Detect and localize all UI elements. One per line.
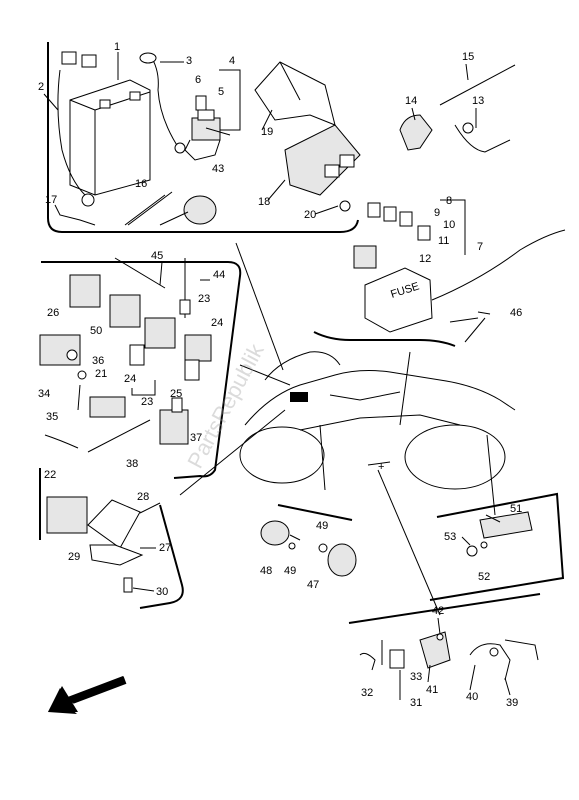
callout-32: 32 — [361, 687, 373, 699]
callout-24b: 24 — [124, 373, 136, 385]
callout-24: 24 — [211, 317, 223, 329]
callout-18: 18 — [258, 196, 270, 208]
callout-4: 4 — [229, 55, 235, 67]
callout-52: 52 — [478, 571, 490, 583]
callout-35: 35 — [46, 411, 58, 423]
callout-49b: 49 — [284, 565, 296, 577]
callout-13: 13 — [472, 95, 484, 107]
callout-37: 37 — [190, 432, 202, 444]
callout-leaders — [43, 52, 511, 696]
callout-30: 30 — [156, 586, 168, 598]
callout-26: 26 — [47, 307, 59, 319]
direction-arrow-icon — [48, 676, 127, 714]
callout-17: 17 — [45, 194, 57, 206]
callout-36: 36 — [92, 355, 104, 367]
callout-27: 27 — [159, 542, 171, 554]
callout-3: 3 — [186, 55, 192, 67]
callout-6: 6 — [195, 74, 201, 86]
relay-cluster — [39, 257, 212, 453]
callout-11: 11 — [438, 235, 449, 247]
sensor-43-group — [127, 191, 217, 226]
callout-38: 38 — [126, 458, 138, 470]
callout-2: 2 — [38, 81, 44, 93]
callout-12: 12 — [419, 253, 431, 265]
leader-lines — [179, 242, 496, 616]
callout-21: 21 — [95, 368, 107, 380]
callout-40: 40 — [466, 691, 478, 703]
callout-44: 44 — [213, 269, 225, 281]
callout-41: 41 — [426, 684, 438, 696]
reflector-group — [466, 511, 533, 557]
callout-28: 28 — [137, 491, 149, 503]
callout-25: 25 — [170, 388, 182, 400]
fuse-group: FUSE — [353, 202, 566, 343]
callout-34: 34 — [38, 388, 50, 400]
horn-group — [260, 520, 357, 577]
callout-50: 50 — [90, 325, 102, 337]
callout-47: 47 — [307, 579, 319, 591]
callout-31: 31 — [410, 697, 422, 709]
callout-16: 16 — [135, 178, 147, 190]
lower-left-group — [46, 496, 144, 593]
callout-33: 33 — [410, 671, 422, 683]
callout-23: 23 — [198, 293, 210, 305]
callout-20: 20 — [304, 209, 316, 221]
callout-45: 45 — [151, 250, 163, 262]
callout-22: 22 — [44, 469, 56, 481]
callout-48: 48 — [260, 565, 272, 577]
battery-group — [54, 51, 186, 226]
callout-15: 15 — [462, 51, 474, 63]
callout-23b: 23 — [141, 396, 153, 408]
callout-5: 5 — [218, 86, 224, 98]
starter-relay-group — [184, 95, 231, 161]
clamp-group — [399, 64, 516, 153]
callout-1: 1 — [114, 41, 120, 53]
callout-8: 8 — [446, 195, 452, 207]
callout-labels: 1 2 3 4 5 6 7 8 9 10 11 12 13 14 15 16 1… — [38, 41, 522, 709]
callout-46: 46 — [510, 307, 522, 319]
callout-43: 43 — [212, 163, 224, 175]
switch-group — [359, 631, 539, 700]
ecu-group — [254, 61, 361, 212]
callout-7: 7 — [477, 241, 483, 253]
callout-10: 10 — [443, 219, 455, 231]
callout-29: 29 — [68, 551, 80, 563]
callout-14: 14 — [405, 95, 417, 107]
callout-9: 9 — [434, 207, 440, 219]
motorcycle-outline: + — [239, 351, 516, 490]
callout-49: 49 — [316, 520, 328, 532]
svg-text:+: + — [378, 461, 384, 473]
callout-51: 51 — [510, 503, 522, 515]
section-frames — [39, 42, 565, 624]
callout-42: 42 — [432, 605, 444, 617]
callout-39: 39 — [506, 697, 518, 709]
callout-19: 19 — [261, 126, 273, 138]
callout-53: 53 — [444, 531, 456, 543]
